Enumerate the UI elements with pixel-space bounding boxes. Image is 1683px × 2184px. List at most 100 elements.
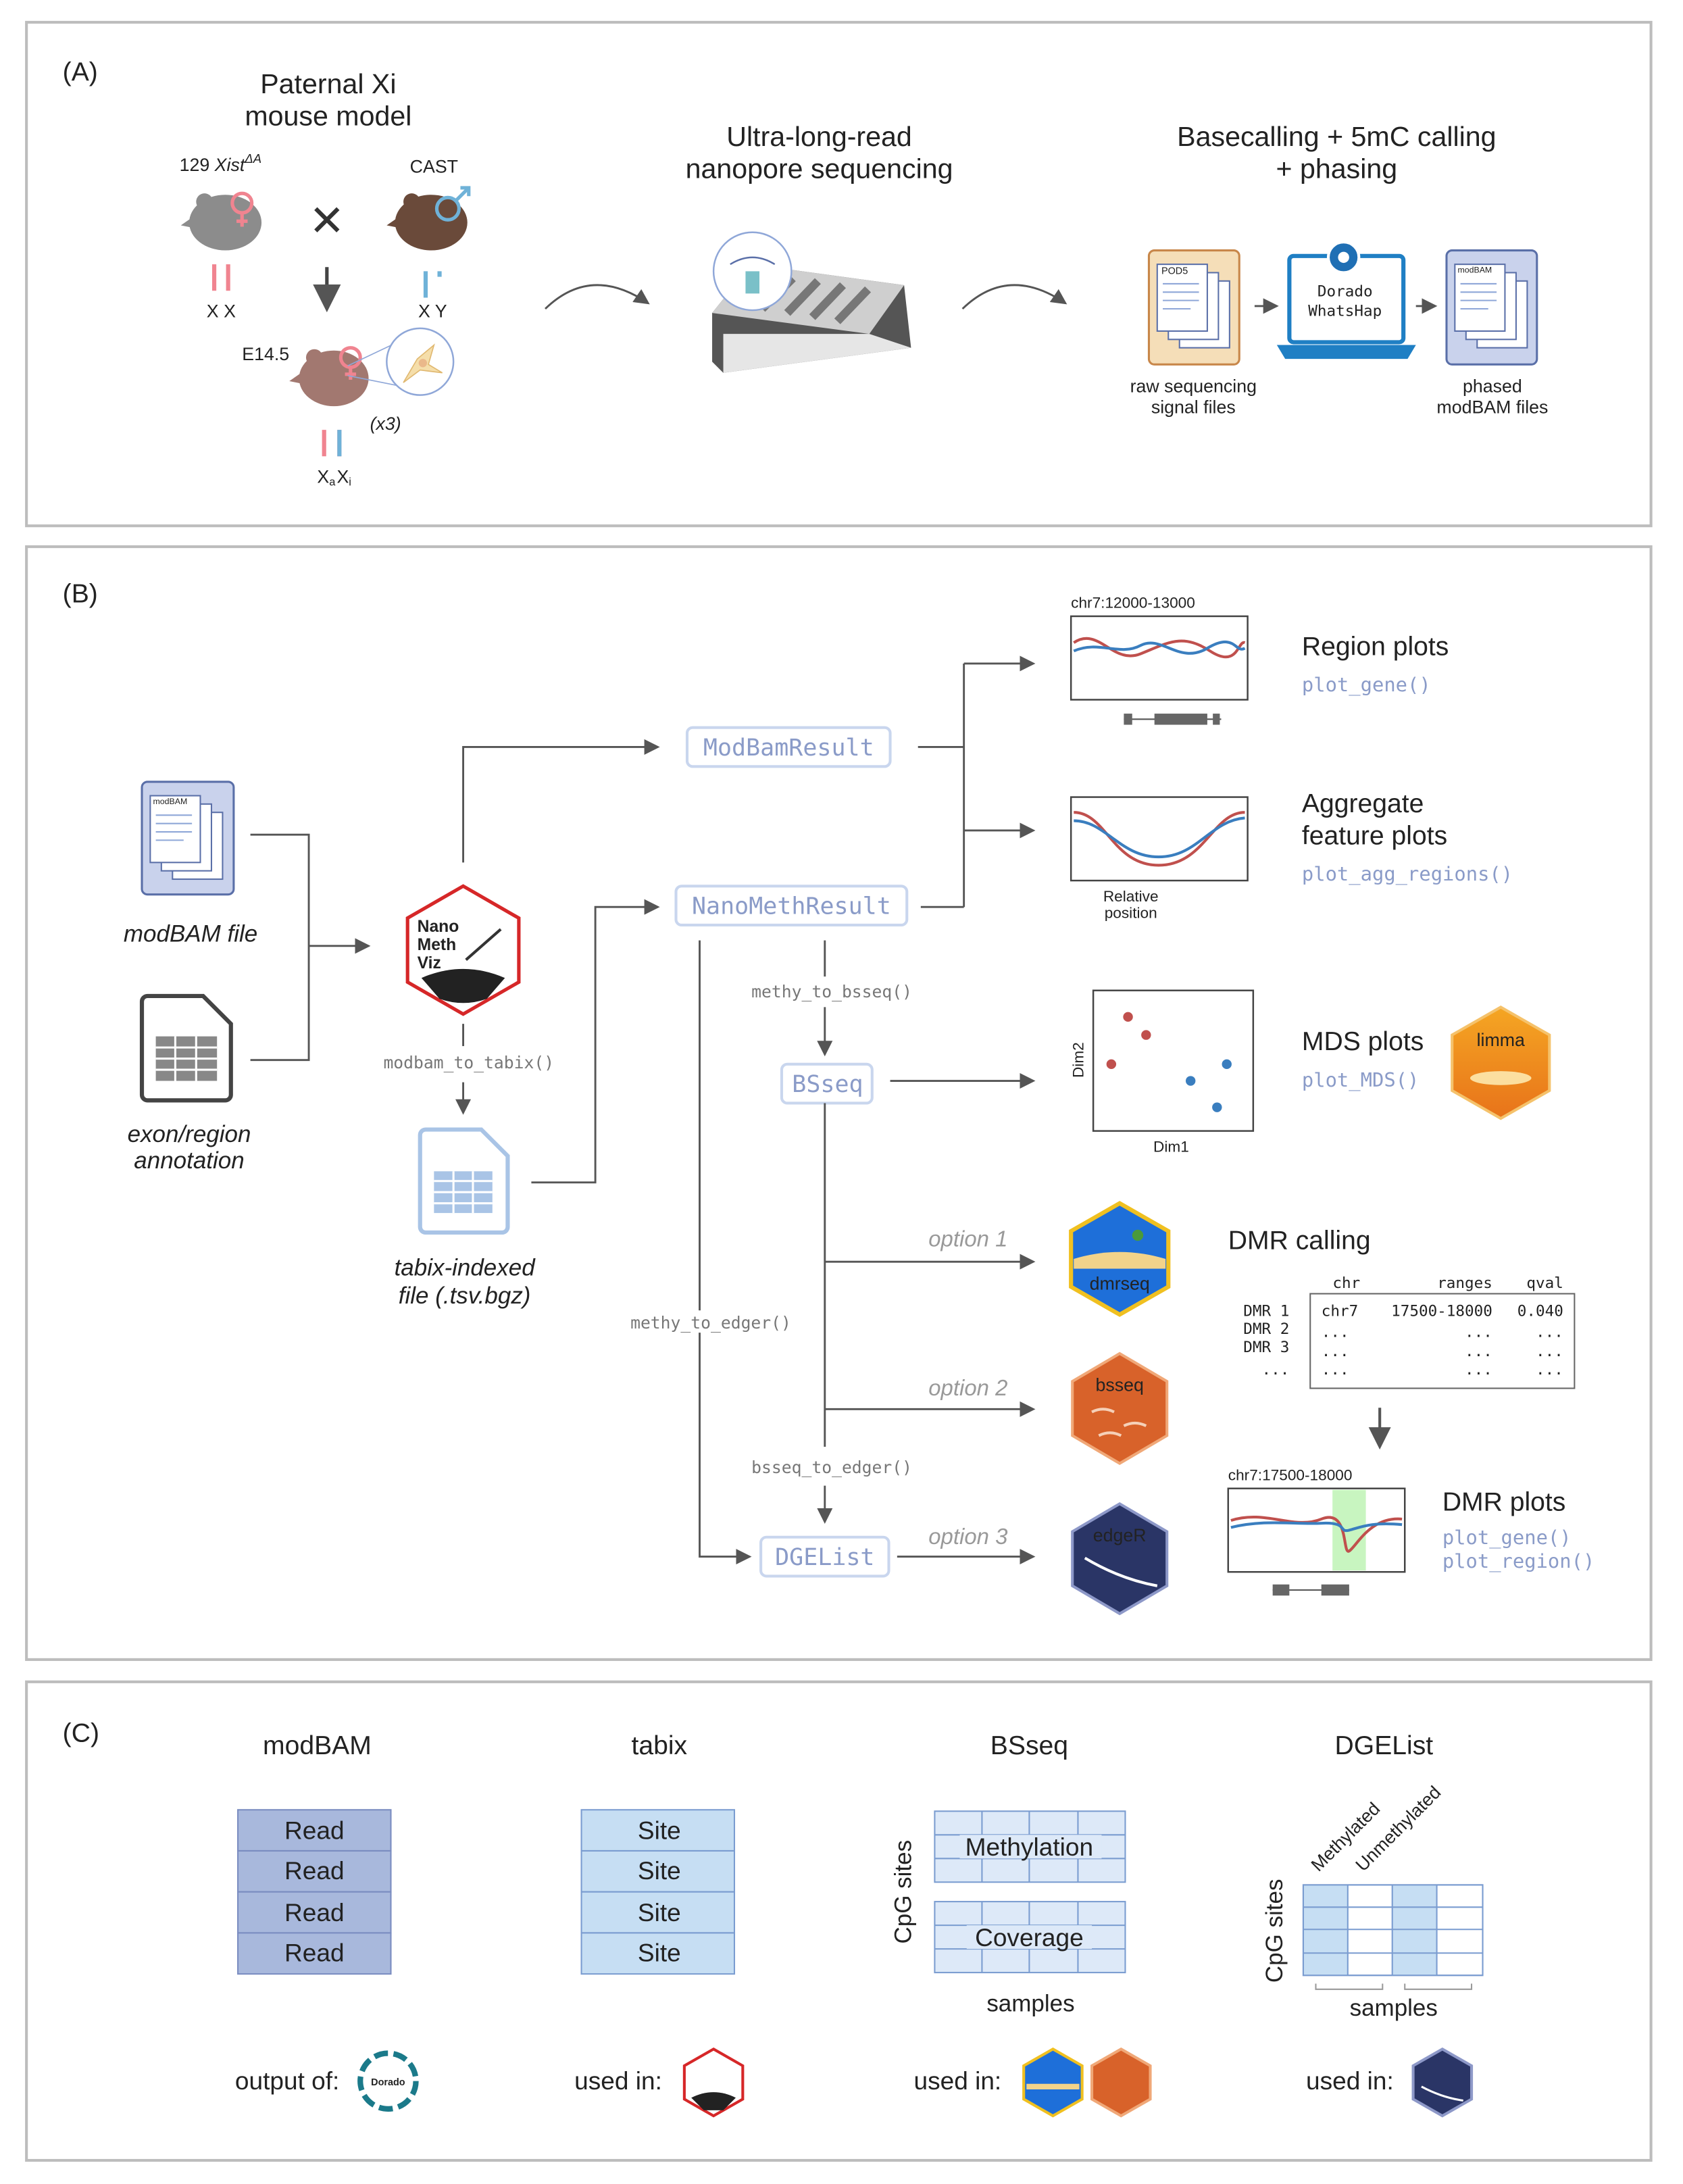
aggregate-xlabel: Relative — [1103, 888, 1159, 905]
cross-icon — [314, 207, 340, 232]
col-chr: chr — [1332, 1274, 1360, 1292]
svg-text:Methylation: Methylation — [965, 1833, 1093, 1861]
bsseq-title: BSseq — [990, 1731, 1068, 1760]
dmr-plot-gene-label: plot_gene() — [1442, 1526, 1572, 1549]
plot-gene-label: plot_gene() — [1302, 673, 1431, 697]
tabix-file-label: tabix-indexed — [395, 1255, 536, 1281]
svg-text:Read: Read — [284, 1856, 345, 1885]
cell-zoom-icon — [347, 327, 455, 396]
modbam-table: Read Read Read Read — [237, 1809, 392, 1975]
dgelist-matrix — [1302, 1884, 1484, 1990]
svg-text:Site: Site — [638, 1856, 681, 1885]
svg-text:DMR 3: DMR 3 — [1243, 1339, 1289, 1356]
bsseq-footer: used in: — [913, 2066, 1001, 2095]
svg-text:WhatsHap: WhatsHap — [1308, 302, 1382, 320]
plot-agg-regions-label: plot_agg_regions() — [1302, 862, 1513, 886]
male-mouse-icon — [386, 186, 471, 251]
aggregate-plots-label: Aggregate — [1302, 789, 1424, 818]
dmrseq-logo-small — [1022, 2047, 1084, 2118]
svg-text:Coverage: Coverage — [975, 1923, 1084, 1952]
aggregate-xlabel-2: position — [1105, 905, 1157, 922]
female-chromosomes — [211, 264, 230, 291]
basecalling-title: Basecalling + 5mC calling — [1177, 121, 1496, 152]
dmr-plot-title: chr7:17500-18000 — [1228, 1466, 1353, 1483]
mds-plot — [1092, 989, 1255, 1132]
dmr-table: chr ranges qval DMR 1 chr7 17500-18000 0… — [1243, 1274, 1576, 1389]
svg-text:...: ... — [1536, 1343, 1563, 1360]
tabix-table: Site Site Site Site — [580, 1809, 736, 1975]
dgelist-title: DGEList — [1335, 1731, 1434, 1760]
nanopore-sequencer-icon — [712, 231, 911, 373]
svg-text:modBAM: modBAM — [1457, 265, 1492, 274]
annotation-label-2: annotation — [134, 1147, 244, 1174]
bsseq-methylation-matrix: Methylation — [934, 1810, 1126, 1883]
mouse-model-title-2: mouse model — [245, 100, 411, 131]
svg-text:dmrseq: dmrseq — [1090, 1273, 1150, 1293]
modbam-to-tabix-label: modbam_to_tabix() — [383, 1053, 554, 1072]
svg-text:DMR 1: DMR 1 — [1243, 1302, 1289, 1320]
sequencing-title: Ultra-long-read — [726, 121, 912, 152]
annotation-file-icon — [139, 993, 233, 1103]
region-plot — [1070, 615, 1249, 701]
svg-text:...: ... — [1322, 1361, 1349, 1379]
svg-text:...: ... — [1261, 1361, 1289, 1379]
female-mouse-icon — [180, 191, 262, 251]
svg-text:BSseq: BSseq — [792, 1071, 863, 1098]
modbam-file-icon: modBAM — [141, 780, 235, 896]
results-connector — [918, 663, 965, 908]
phased-files-label: phased — [1463, 376, 1522, 397]
option-3-label: option 3 — [928, 1524, 1008, 1549]
methy-to-bsseq-label: methy_to_bsseq() — [751, 982, 912, 1001]
annotation-label: exon/region — [128, 1121, 251, 1147]
svg-text:...: ... — [1322, 1343, 1349, 1360]
tabix-file-label-2: file (.tsv.bgz) — [399, 1283, 531, 1309]
svg-text:...: ... — [1465, 1343, 1492, 1360]
panel-c: (C) modBAM Read Read Read Read output of… — [25, 1680, 1653, 2162]
table-row: DMR 1 chr7 17500-18000 0.040 — [1243, 1302, 1563, 1320]
svg-text:...: ... — [1536, 1361, 1563, 1379]
bsseq-logo-small — [1090, 2047, 1152, 2118]
dmr-plot-region-label: plot_region() — [1442, 1549, 1595, 1573]
dgelist-ylabel: CpG sites — [1261, 1879, 1288, 1983]
panel-a: (A) Paternal Xi mouse model 129 XistΔA C… — [25, 20, 1653, 528]
curved-arrow-1 — [545, 284, 650, 310]
option-1-label: option 1 — [928, 1226, 1007, 1251]
dmrseq-logo: dmrseq — [1069, 1201, 1171, 1317]
mds-ylabel: Dim2 — [1070, 1042, 1087, 1078]
raw-files-label-2: signal files — [1151, 397, 1236, 417]
panel-b-label: (B) — [63, 579, 98, 608]
table-row: DMR 2 ... ... ... — [1243, 1320, 1563, 1341]
dgelist-footer: used in: — [1306, 2066, 1394, 2095]
edger-logo-small — [1411, 2047, 1474, 2118]
edger-logo: edgeR — [1071, 1502, 1169, 1616]
arrow-to-modbamresult — [462, 739, 660, 863]
dmr-plot — [1227, 1487, 1406, 1573]
svg-text:Site: Site — [638, 1816, 681, 1844]
basecalling-title-2: + phasing — [1276, 153, 1398, 184]
phased-files-label-2: modBAM files — [1436, 397, 1548, 417]
svg-text:bsseq: bsseq — [1096, 1375, 1144, 1395]
strain-129-label: 129 XistΔA — [180, 151, 261, 175]
female-chromosome-label: X X — [207, 301, 236, 321]
svg-text:DGEList: DGEList — [775, 1544, 874, 1571]
table-row: DMR 3 ... ... ... — [1243, 1339, 1563, 1360]
svg-text:17500-18000: 17500-18000 — [1391, 1302, 1492, 1320]
dgelist-class: DGEList — [759, 1535, 890, 1578]
aggregate-plot — [1070, 796, 1249, 882]
mouse-model-title: Paternal Xi — [260, 68, 396, 99]
col-qval: qval — [1526, 1274, 1563, 1292]
limma-logo: limma — [1451, 1006, 1551, 1120]
sequencing-title-2: nanopore sequencing — [686, 153, 953, 184]
table-row: ... ... ... ... — [1261, 1361, 1563, 1379]
modbam-title: modBAM — [263, 1731, 372, 1760]
panel-a-label: (A) — [63, 57, 98, 86]
bsseq-ylabel: CpG sites — [890, 1840, 916, 1944]
pod5-file-icon: POD5 — [1147, 249, 1240, 366]
region-plots-label: Region plots — [1302, 632, 1449, 662]
panel-b: (B) modBAM modBAM file exon/region annot… — [25, 545, 1653, 1661]
mds-plots-label: MDS plots — [1302, 1027, 1424, 1056]
svg-text:...: ... — [1322, 1323, 1349, 1341]
plot-mds-label: plot_MDS() — [1302, 1068, 1419, 1092]
